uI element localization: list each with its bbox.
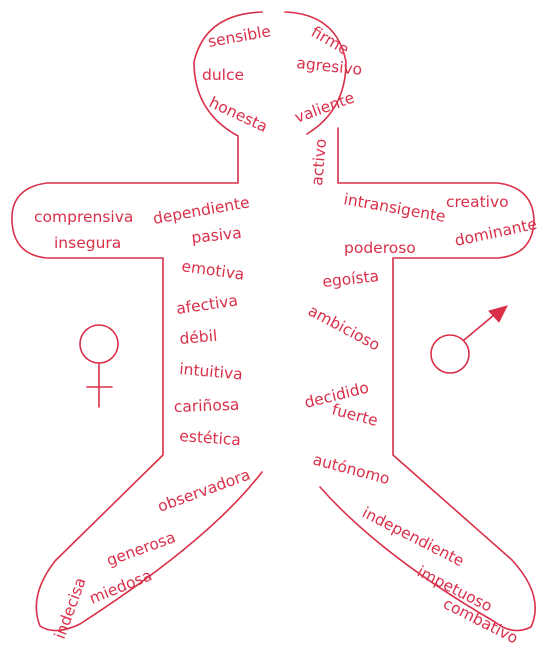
word-estetica: estética: [179, 427, 242, 449]
venus-symbol-icon: [80, 325, 118, 407]
word-miedosa: miedosa: [87, 566, 155, 607]
word-ambicioso: ambicioso: [305, 302, 383, 355]
word-fuerte: fuerte: [330, 400, 380, 430]
word-afectiva: afectiva: [175, 291, 239, 317]
word-agresivo: agresivo: [296, 54, 363, 79]
word-debil: débil: [179, 327, 218, 348]
word-creativo: creativo: [446, 193, 509, 211]
word-egoista: egoísta: [322, 267, 380, 291]
word-activo: activo: [308, 138, 330, 186]
word-emotiva: emotiva: [180, 257, 245, 284]
word-pasiva: pasiva: [191, 224, 243, 247]
word-insegura: insegura: [54, 234, 121, 252]
word-honesta: honesta: [206, 93, 270, 136]
mars-symbol-icon: [431, 306, 507, 373]
word-indecisa: indecisa: [51, 575, 90, 641]
word-independiente: independiente: [359, 504, 467, 571]
word-intransigente: intransigente: [342, 190, 447, 226]
word-dulce: dulce: [202, 66, 244, 84]
word-intuitiva: intuitiva: [179, 360, 244, 383]
word-observadora: observadora: [155, 466, 252, 516]
word-dependiente: dependiente: [152, 193, 251, 228]
word-autonomo: autónomo: [311, 450, 392, 488]
word-comprensiva: comprensiva: [34, 208, 133, 226]
word-carinosa: cariñosa: [174, 396, 240, 416]
word-poderoso: poderoso: [344, 239, 416, 257]
